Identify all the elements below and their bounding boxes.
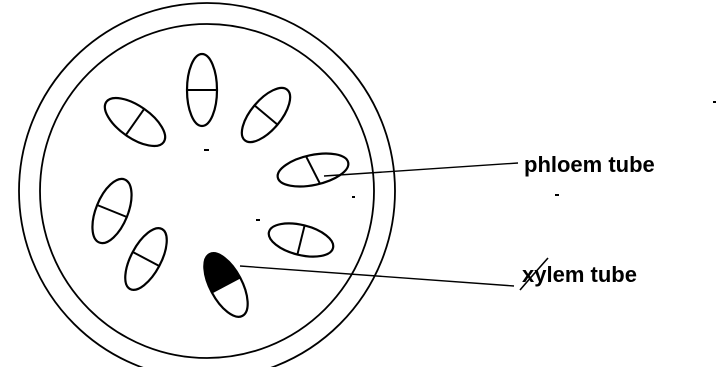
speck [555,194,559,196]
vascular-bundle [233,80,298,150]
speck [713,101,716,103]
vascular-bundle-xylem [195,247,256,324]
speck [204,149,209,151]
vascular-bundle [97,89,173,155]
xylem-leader-line [240,266,514,286]
vascular-bundle [84,173,139,248]
vascular-bundle-phloem [275,148,352,192]
speck [352,196,355,198]
xylem-label: xylem tube [522,262,637,287]
phloem-leader-line [324,163,518,176]
vascular-bundle [187,54,217,126]
vascular-bundle [117,222,175,296]
speck [256,219,260,221]
vascular-bundle [265,217,336,262]
phloem-label: phloem tube [524,152,655,177]
